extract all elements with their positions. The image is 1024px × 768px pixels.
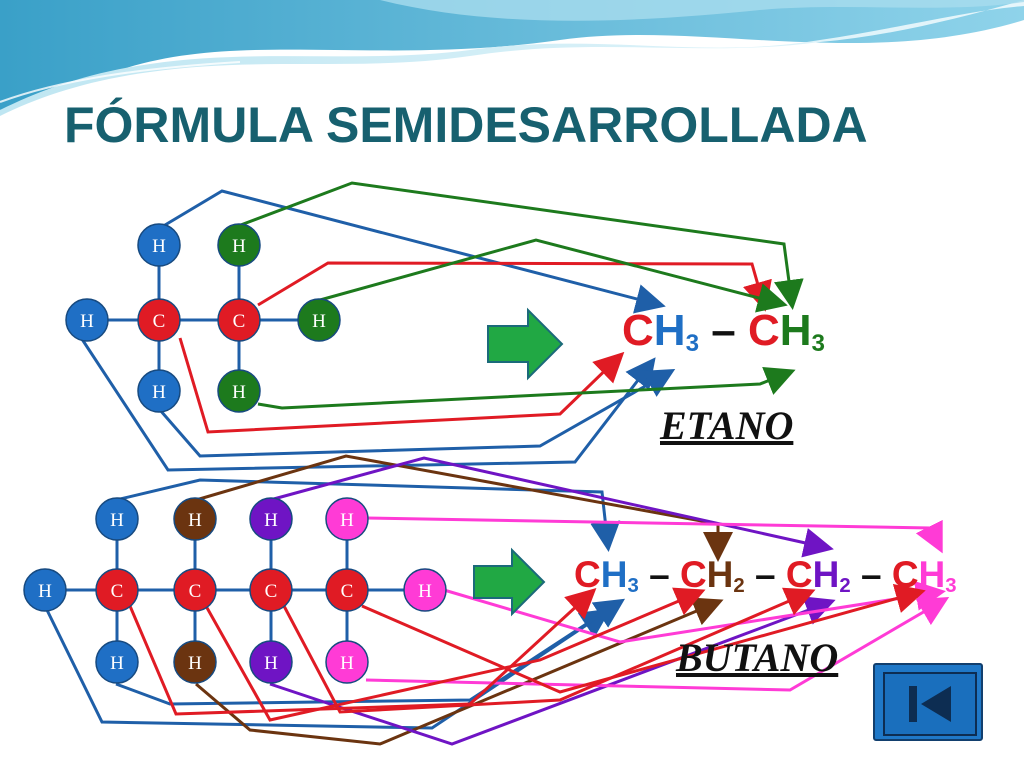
formula-segment: 3 <box>811 330 825 358</box>
svg-text:H: H <box>80 311 94 332</box>
connector-butane-magenta-2 <box>443 580 946 644</box>
back-nav-button[interactable] <box>873 663 983 741</box>
formula-segment: – <box>699 306 748 355</box>
atom-h-bottom-2: H <box>173 640 217 684</box>
butane-name-label: BUTANO <box>676 635 839 680</box>
skip-back-icon <box>909 686 951 722</box>
header-wave <box>0 0 1024 116</box>
formula-segment: 3 <box>627 575 639 598</box>
atom-c-4: C <box>325 568 369 612</box>
atom-h-top-3: H <box>249 497 293 541</box>
atom-c-1: C <box>95 568 139 612</box>
connector-ethane-green-3 <box>257 366 796 410</box>
connector-butane-brown-2 <box>195 597 724 746</box>
atom-h-left: H <box>23 568 67 612</box>
svg-text:H: H <box>188 653 202 674</box>
svg-text:H: H <box>188 510 202 531</box>
connector-ethane-blue-3 <box>158 369 676 458</box>
connector-ethane-green-2 <box>319 238 788 313</box>
connector-butane-purple-1 <box>269 456 834 558</box>
slide-title: FÓRMULA SEMIDESARROLLADA <box>64 97 868 153</box>
formula-segment: 3 <box>685 330 700 358</box>
atom-h-right: H <box>297 298 341 342</box>
formula-segment: 3 <box>945 575 957 598</box>
formula-segment: H <box>706 554 734 595</box>
formula-segment: – <box>850 554 892 595</box>
connector-butane-red-3 <box>282 587 816 714</box>
butane-condensed-formula: CH3 – CH2 – CH2 – CH3 <box>574 554 957 598</box>
svg-text:H: H <box>340 653 354 674</box>
formula-segment: H <box>653 306 686 355</box>
atom-h-top-2: H <box>173 497 217 541</box>
connector-butane-purple-2 <box>269 596 836 746</box>
atom-c-1: C <box>137 298 181 342</box>
svg-text:C: C <box>233 311 246 332</box>
formula-segment: 2 <box>839 575 851 598</box>
formula-segment: C <box>747 306 780 355</box>
formula-segment: – <box>638 554 680 595</box>
svg-text:C: C <box>189 581 202 602</box>
ethane-name-label: ETANO <box>660 403 794 448</box>
connector-butane-blue-2 <box>44 607 611 730</box>
atom-c-2: C <box>173 568 217 612</box>
svg-text:H: H <box>152 236 166 257</box>
svg-text:H: H <box>340 510 354 531</box>
svg-text:H: H <box>38 581 52 602</box>
right-arrow-icon <box>473 547 546 617</box>
formula-segment: C <box>679 554 707 595</box>
connector-butane-red-4 <box>361 583 926 694</box>
atom-c-3: C <box>249 568 293 612</box>
atom-h-left: H <box>65 298 109 342</box>
atom-c-2: C <box>217 298 261 342</box>
back-nav-button-frame <box>883 672 977 736</box>
formula-segment: C <box>574 554 601 595</box>
connector-butane-red-2 <box>204 587 706 722</box>
formula-segment: H <box>812 554 840 595</box>
svg-text:C: C <box>153 311 166 332</box>
atom-h-top-2: H <box>217 223 261 267</box>
svg-text:C: C <box>265 581 278 602</box>
connector-ethane-blue-2 <box>74 329 656 472</box>
svg-text:H: H <box>264 653 278 674</box>
atom-h-bottom-2: H <box>217 369 261 413</box>
atom-h-bottom-4: H <box>325 640 369 684</box>
atom-h-top-1: H <box>95 497 139 541</box>
connector-ethane-red-2 <box>257 261 772 312</box>
svg-text:H: H <box>232 382 246 403</box>
svg-text:H: H <box>418 581 432 602</box>
right-arrow-icon <box>487 307 564 381</box>
svg-text:H: H <box>152 382 166 403</box>
atom-h-bottom-3: H <box>249 640 293 684</box>
atom-h-top-1: H <box>137 223 181 267</box>
formula-segment: H <box>600 554 628 595</box>
atom-h-bottom-1: H <box>95 640 139 684</box>
svg-text:H: H <box>264 510 278 531</box>
connector-ethane-blue-1 <box>159 189 666 314</box>
svg-text:C: C <box>341 581 354 602</box>
connector-ethane-green-1 <box>237 181 804 310</box>
atom-h-right: H <box>403 568 447 612</box>
svg-text:H: H <box>232 236 246 257</box>
svg-text:C: C <box>111 581 124 602</box>
formula-segment: C <box>891 554 919 595</box>
formula-segment: H <box>779 306 812 355</box>
connector-ethane-red-1 <box>178 337 625 434</box>
connector-butane-magenta-3 <box>365 596 950 692</box>
connector-butane-blue-1 <box>115 478 621 552</box>
formula-segment: C <box>785 554 813 595</box>
svg-text:H: H <box>110 653 124 674</box>
atom-h-top-4: H <box>325 497 369 541</box>
formula-segment: – <box>744 554 786 595</box>
svg-text:H: H <box>110 510 124 531</box>
formula-segment: C <box>622 306 654 355</box>
svg-text:H: H <box>312 311 326 332</box>
connector-butane-brown-1 <box>195 454 733 562</box>
ethane-condensed-formula: CH3 – CH3 <box>622 306 825 358</box>
atom-h-bottom-1: H <box>137 369 181 413</box>
connector-butane-magenta-1 <box>365 516 943 554</box>
formula-segment: H <box>918 554 946 595</box>
formula-segment: 2 <box>733 575 745 598</box>
